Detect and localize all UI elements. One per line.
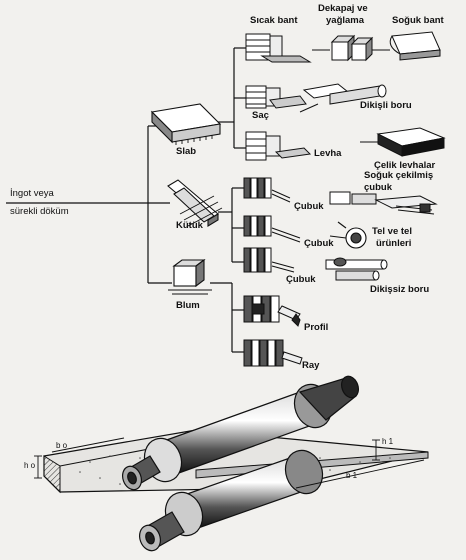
bar-mill-2-icon [243, 215, 301, 243]
pickling-label-line1: Dekapaj ve [318, 3, 368, 14]
wire-coil-icon [329, 221, 367, 249]
steel-plates-icon [360, 127, 446, 157]
plate-mill-icon [245, 131, 312, 161]
cold-strip-coil-icon [389, 31, 441, 61]
b0-label: b o [56, 441, 68, 450]
source-label-line1: İngot veya [10, 188, 54, 199]
slab-label: Slab [176, 146, 197, 157]
seamless-pipe-label: Dikişsiz boru [370, 284, 430, 295]
rail-mill-icon [243, 339, 303, 367]
b1-label: b 1 [346, 471, 358, 480]
kutuk-label: Kütük [176, 220, 203, 231]
plate-label: Levha [314, 148, 342, 159]
bottom-roll [139, 449, 324, 552]
blum-label: Blum [176, 300, 200, 311]
cold-drawn-label-line1: Soğuk çekilmiş [364, 170, 434, 181]
dimension-lines [34, 437, 425, 489]
wire-label-line1: Tel ve tel [372, 226, 412, 237]
cold-drawn-bar-icon [329, 191, 438, 215]
section-label: Profil [304, 322, 329, 333]
hot-strip-mill-icon [245, 33, 312, 63]
slab-icon [150, 103, 222, 145]
section-mill-icon [243, 295, 301, 327]
pickling-oiling-icon [330, 34, 374, 62]
bar-mill-3-icon [243, 247, 295, 273]
kutuk-icon [167, 179, 223, 227]
sheet-mill-icon [245, 85, 307, 109]
seamless-pipe-icon [325, 257, 388, 281]
blum-icon [168, 258, 212, 295]
wire-label-line2: ürünleri [376, 238, 412, 249]
cold-drawn-label-line2: çubuk [364, 182, 392, 193]
top-roll [121, 375, 360, 491]
pickling-label-line2: yağlama [326, 15, 365, 26]
welded-pipe-label: Dikişli boru [360, 100, 412, 111]
welded-pipe-icon [299, 83, 387, 113]
hot-strip-label: Sıcak bant [250, 15, 298, 26]
bar-label-3: Çubuk [286, 274, 316, 285]
cold-strip-label: Soğuk bant [392, 15, 444, 26]
bar-label-1: Çubuk [294, 201, 324, 212]
sheet-label: Saç [252, 110, 269, 121]
rolling-mill-illustration [34, 375, 429, 552]
steel-plates-label: Çelik levhalar [374, 160, 436, 171]
source-label-line2: sürekli döküm [10, 206, 69, 217]
h1-label: h 1 [382, 437, 394, 446]
bar-label-2: Çubuk [304, 238, 334, 249]
bar-mill-1-icon [243, 177, 291, 203]
h0-label: h o [24, 461, 36, 470]
rail-label: Ray [302, 360, 320, 371]
flow-connector-lines [6, 47, 246, 353]
